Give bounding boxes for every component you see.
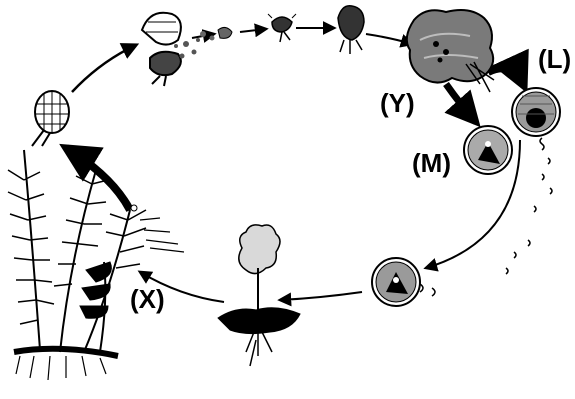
arrow-to-prothallus xyxy=(366,34,412,44)
spore-icon xyxy=(200,27,232,40)
arrow-prothallus-to-antheridium-M xyxy=(446,84,476,122)
arrow-prothallus-to-archegonium-L xyxy=(488,68,524,86)
sperm-icon xyxy=(506,138,552,274)
sorus-marker xyxy=(131,205,137,211)
germinating-spore-icon xyxy=(268,14,296,42)
arrow-sporangium-to-dehiscing xyxy=(72,45,136,92)
label-x: (X) xyxy=(130,286,165,312)
antheridium-icon xyxy=(464,126,512,174)
mature-fern-icon xyxy=(8,150,184,380)
label-l: (L) xyxy=(538,46,571,72)
young-sporophyte-icon xyxy=(218,225,300,366)
arrow-to-germinating xyxy=(240,29,266,32)
young-gametophyte-icon xyxy=(338,6,364,54)
fertilized-archegonium-icon xyxy=(372,258,435,306)
prothallus-icon xyxy=(407,10,494,92)
label-y: (Y) xyxy=(380,90,415,116)
dehiscing-sporangium-icon xyxy=(142,13,200,86)
arrow-fern-to-sporangium xyxy=(66,148,130,210)
sporangium-icon xyxy=(32,91,69,146)
arrow-to-young-sporophyte xyxy=(280,292,362,300)
label-m: (M) xyxy=(412,150,451,176)
archegonium-icon xyxy=(512,88,560,136)
